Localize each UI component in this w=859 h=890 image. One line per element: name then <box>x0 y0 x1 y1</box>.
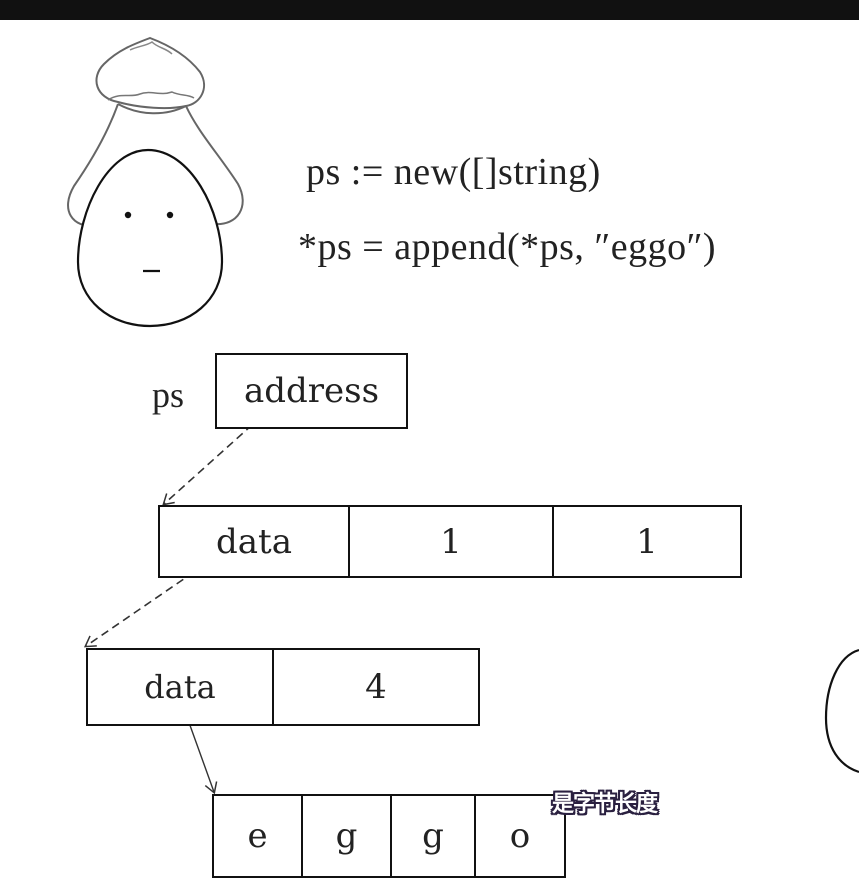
byte-cell: g <box>390 794 476 878</box>
code-line-2: *ps = append(*ps, ″eggo″) <box>298 226 717 268</box>
slice-data-cell: data <box>158 505 350 578</box>
string-data-label: data <box>144 668 216 706</box>
slice-cap-cell: 1 <box>552 505 742 578</box>
slice-len-cell: 1 <box>348 505 554 578</box>
pointer-box: address <box>215 353 408 429</box>
slice-data-label: data <box>216 521 292 562</box>
slice-len-value: 1 <box>440 521 462 562</box>
pointer-arrow <box>162 415 263 506</box>
byte-value: o <box>509 816 531 856</box>
byte-value: g <box>422 816 444 856</box>
byte-value: e <box>247 816 268 856</box>
string-len-cell: 4 <box>272 648 480 726</box>
byte-cell: o <box>474 794 566 878</box>
byte-cell: e <box>212 794 303 878</box>
code-line-1: ps := new([]string) <box>306 151 601 193</box>
byte-value: g <box>335 816 358 856</box>
subtitle-caption: 是字节长度 <box>552 792 658 817</box>
string-len-value: 4 <box>365 667 387 707</box>
byte-cell: g <box>301 794 392 878</box>
string-data-cell: data <box>86 648 274 726</box>
cartoon-character-icon <box>67 36 244 228</box>
slice-data-arrow <box>83 571 195 648</box>
slice-cap-value: 1 <box>636 521 658 562</box>
top-black-bar <box>0 0 859 20</box>
face-icon <box>76 148 224 328</box>
pointer-label: ps <box>152 375 185 415</box>
partial-face-icon <box>824 648 859 774</box>
pointer-value: address <box>243 371 380 411</box>
